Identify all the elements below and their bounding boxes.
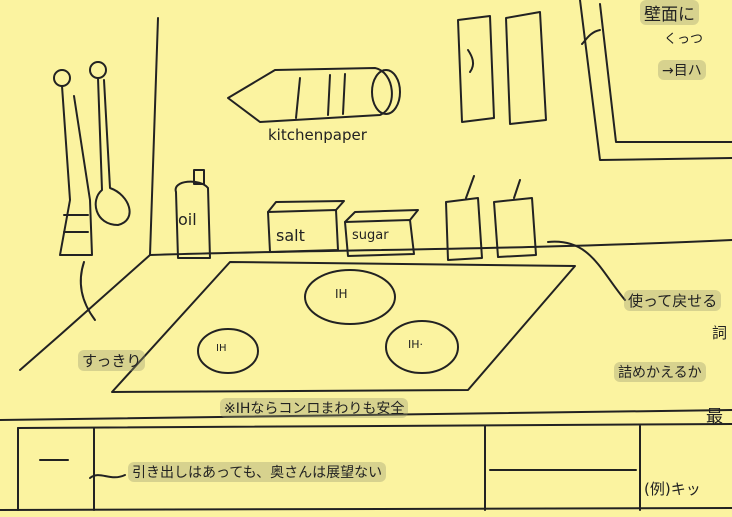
- drawer-top-line: [17, 423, 732, 429]
- turner-tool: [59, 85, 93, 256]
- right-mid-line4: 最: [706, 407, 723, 427]
- salt-label: salt: [276, 226, 305, 245]
- bottom-right-note: (例)キッ: [644, 480, 701, 498]
- stove-note: ※IHならコンロまわりも安全: [220, 398, 409, 418]
- oil-label: oil: [178, 210, 197, 229]
- kitchen-paper-roll: [227, 67, 393, 123]
- oil-bottle: [174, 180, 211, 259]
- right-mid-line3: 詰めかえるか: [614, 362, 706, 382]
- right-mid-line1: 使って戻せる: [624, 290, 722, 311]
- right-top-line1: 壁面に: [640, 0, 699, 25]
- ih-right-label: IH·: [408, 338, 424, 351]
- ih-burner-left: [197, 328, 259, 374]
- ih-burner-top: [304, 269, 396, 325]
- sugar-label: sugar: [352, 228, 389, 243]
- sugar-box: [344, 219, 415, 257]
- ih-cooktop: [111, 261, 576, 393]
- canister-left: [445, 197, 483, 261]
- counter-front-edge: [0, 409, 732, 421]
- salt-box: [267, 209, 339, 253]
- right-top-line3: →目ハ: [658, 60, 706, 80]
- ih-top-label: IH: [335, 287, 348, 301]
- tall-bottle-left: [457, 15, 495, 123]
- right-mid-line2: 詞: [712, 324, 728, 342]
- ih-burner-right: [385, 320, 459, 374]
- wall-frame: [579, 0, 732, 161]
- drawer-note: 引き出しはあっても、奥さんは展望ない: [128, 462, 387, 482]
- ladle-tool: [94, 77, 131, 226]
- counter-back-edge: [149, 239, 732, 256]
- ih-left-label: IH: [216, 343, 227, 354]
- canister-right: [493, 197, 537, 258]
- right-top-line2: くっつ: [664, 32, 704, 47]
- tool-note: すっきり: [78, 350, 146, 371]
- tall-bottle-right: [505, 11, 547, 125]
- counter-left-edge: [19, 254, 151, 371]
- wall-corner-line: [149, 17, 159, 256]
- kitchen-paper-label: kitchenpaper: [268, 126, 367, 144]
